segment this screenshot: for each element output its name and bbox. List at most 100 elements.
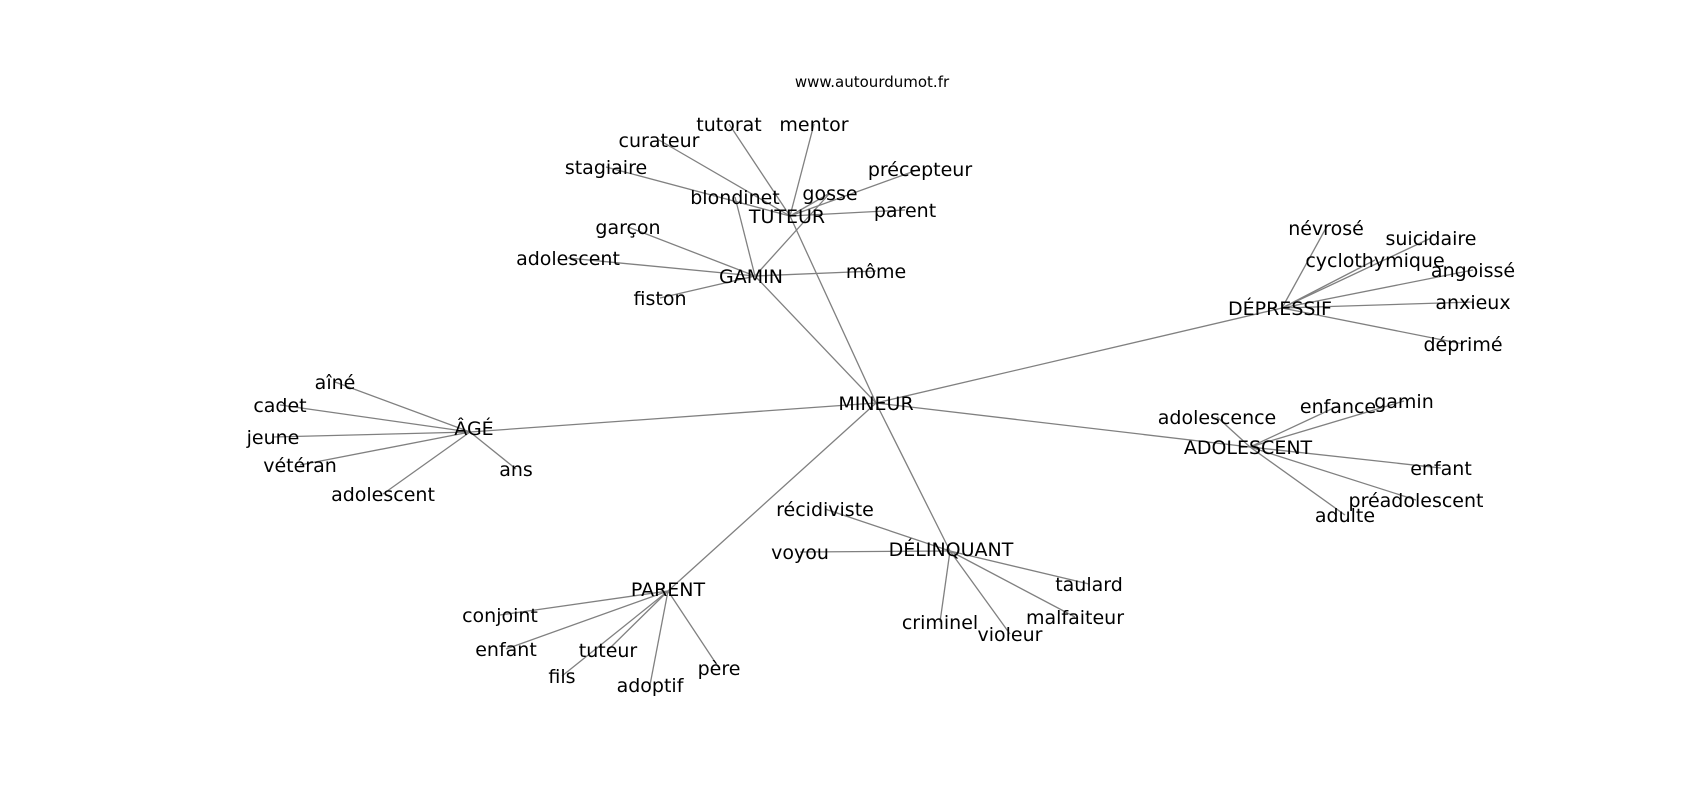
node-violeur[interactable]: violeur <box>978 624 1043 646</box>
node-mentor[interactable]: mentor <box>779 114 848 136</box>
edge-delinquant-malfaiteur <box>949 550 1076 618</box>
edge-delinquant-recidiviste <box>824 508 951 552</box>
edge-tuteur-precepteur <box>789 168 921 217</box>
edge-age-ans <box>469 431 517 470</box>
edge-parent_hub-conjoint <box>499 590 669 616</box>
node-curateur[interactable]: curateur <box>619 130 700 152</box>
edge-tuteur-mentor <box>789 123 815 217</box>
edge-mineur-adolescent_hub <box>875 402 1251 448</box>
node-ans[interactable]: ans <box>499 459 533 481</box>
node-angoisse[interactable]: angoissé <box>1431 260 1515 282</box>
node-blondinet[interactable]: blondinet <box>690 187 780 209</box>
edge-delinquant-taulard <box>949 550 1090 585</box>
edge-adolescent_hub-enfant_ado <box>1249 446 1442 469</box>
edge-depressif-deprime <box>1281 307 1464 345</box>
edge-gamin-gosse <box>754 192 831 277</box>
node-tuteur-parent[interactable]: tuteur <box>579 640 638 662</box>
node-gosse[interactable]: gosse <box>802 183 857 205</box>
node-veteran[interactable]: vétéran <box>263 455 337 477</box>
node-preadolescent[interactable]: préadolescent <box>1349 490 1484 512</box>
node-taulard[interactable]: taulard <box>1055 574 1123 596</box>
site-url: www.autourdumot.fr <box>795 73 950 91</box>
node-enfant-parent[interactable]: enfant <box>475 639 537 661</box>
edge-adolescent_hub-preadolescent <box>1249 446 1417 501</box>
edge-tuteur-curateur <box>658 139 791 217</box>
node-enfant-ado[interactable]: enfant <box>1410 458 1472 480</box>
node-depressif[interactable]: DÉPRESSIF <box>1228 297 1332 320</box>
edge-mineur-age <box>469 402 877 433</box>
node-pere[interactable]: père <box>698 658 741 680</box>
node-jeune[interactable]: jeune <box>246 427 300 449</box>
edge-parent_hub-pere <box>667 590 720 669</box>
edge-tuteur-tutorat <box>728 123 791 217</box>
node-aine[interactable]: aîné <box>315 372 356 394</box>
edge-delinquant-criminel <box>939 550 951 623</box>
node-gamin[interactable]: GAMIN <box>719 266 783 288</box>
edge-depressif-nevrose <box>1281 227 1327 309</box>
node-anxieux[interactable]: anxieux <box>1435 292 1510 314</box>
edge-tuteur-stagiaire <box>605 166 791 217</box>
node-conjoint[interactable]: conjoint <box>462 605 538 627</box>
edge-age-veteran <box>299 431 471 466</box>
node-mineur[interactable]: MINEUR <box>838 393 913 415</box>
edge-tuteur-parent_tuteur <box>789 209 906 217</box>
edge-depressif-cyclothymique <box>1281 259 1376 309</box>
node-nevrose[interactable]: névrosé <box>1288 218 1364 240</box>
node-deprime[interactable]: déprimé <box>1423 334 1502 356</box>
edge-gamin-mome <box>754 270 877 277</box>
edge-depressif-anxieux <box>1281 301 1474 309</box>
node-stagiaire[interactable]: stagiaire <box>565 157 647 179</box>
edge-parent_hub-enfant_parent <box>505 590 669 650</box>
node-precepteur[interactable]: précepteur <box>868 159 973 181</box>
edge-age-aine <box>334 381 471 433</box>
node-criminel[interactable]: criminel <box>902 612 978 634</box>
edge-gamin-fiston <box>659 275 756 299</box>
node-adolescent-age[interactable]: adolescent <box>331 484 435 506</box>
node-cadet[interactable]: cadet <box>253 395 306 417</box>
node-enfance[interactable]: enfance <box>1300 396 1376 418</box>
graph-edges <box>272 123 1474 686</box>
edge-mineur-delinquant <box>875 402 951 552</box>
edge-adolescent_hub-gamin_ado <box>1249 400 1405 448</box>
edge-age-cadet <box>279 404 471 433</box>
node-adolescent-gamin[interactable]: adolescent <box>516 248 620 270</box>
node-age[interactable]: ÂGÉ <box>454 417 493 440</box>
node-gamin-ado[interactable]: gamin <box>1374 391 1434 413</box>
node-cyclothymique[interactable]: cyclothymique <box>1305 250 1444 272</box>
node-fils[interactable]: fils <box>548 666 575 688</box>
node-suicidaire[interactable]: suicidaire <box>1385 228 1476 250</box>
edge-mineur-gamin <box>754 275 877 404</box>
node-voyou[interactable]: voyou <box>771 542 829 564</box>
edge-mineur-depressif <box>875 307 1283 404</box>
node-adoptif[interactable]: adoptif <box>617 675 685 697</box>
node-tuteur[interactable]: TUTEUR <box>748 206 825 228</box>
node-recidiviste[interactable]: récidiviste <box>776 499 874 521</box>
graph-labels: MINEUR TUTEUR GAMIN DÉPRESSIF ÂGÉ ADOLESCENT D… <box>246 114 1515 697</box>
node-adulte[interactable]: adulte <box>1315 505 1375 527</box>
node-parent-tuteur[interactable]: parent <box>874 200 936 222</box>
edge-delinquant-violeur <box>949 550 1011 635</box>
edge-gamin-adolescent_gamin <box>567 257 756 277</box>
edge-adolescent_hub-adulte <box>1249 446 1346 516</box>
edge-parent_hub-adoptif <box>649 590 669 686</box>
edge-age-jeune <box>272 431 471 438</box>
node-malfaiteur[interactable]: malfaiteur <box>1026 607 1124 629</box>
edge-delinquant-voyou <box>799 550 951 553</box>
node-parent-hub[interactable]: PARENT <box>631 579 706 601</box>
edge-mineur-tuteur <box>789 215 877 404</box>
node-fiston[interactable]: fiston <box>634 288 687 310</box>
edge-gamin-blondinet <box>734 196 756 277</box>
edge-gamin-garcon <box>627 226 756 277</box>
edge-tuteur-gosse <box>789 192 831 217</box>
edge-age-adolescent_age <box>382 431 471 495</box>
edge-mineur-parent_hub <box>667 402 877 592</box>
node-delinquant[interactable]: DÉLINQUANT <box>889 538 1014 561</box>
node-mome[interactable]: môme <box>846 261 906 283</box>
node-tutorat[interactable]: tutorat <box>696 114 761 136</box>
node-garcon[interactable]: garçon <box>595 217 660 239</box>
edge-depressif-suicidaire <box>1281 237 1432 309</box>
node-adolescence[interactable]: adolescence <box>1158 407 1277 429</box>
edge-depressif-angoisse <box>1281 269 1474 309</box>
node-adolescent-hub[interactable]: ADOLESCENT <box>1184 437 1313 459</box>
